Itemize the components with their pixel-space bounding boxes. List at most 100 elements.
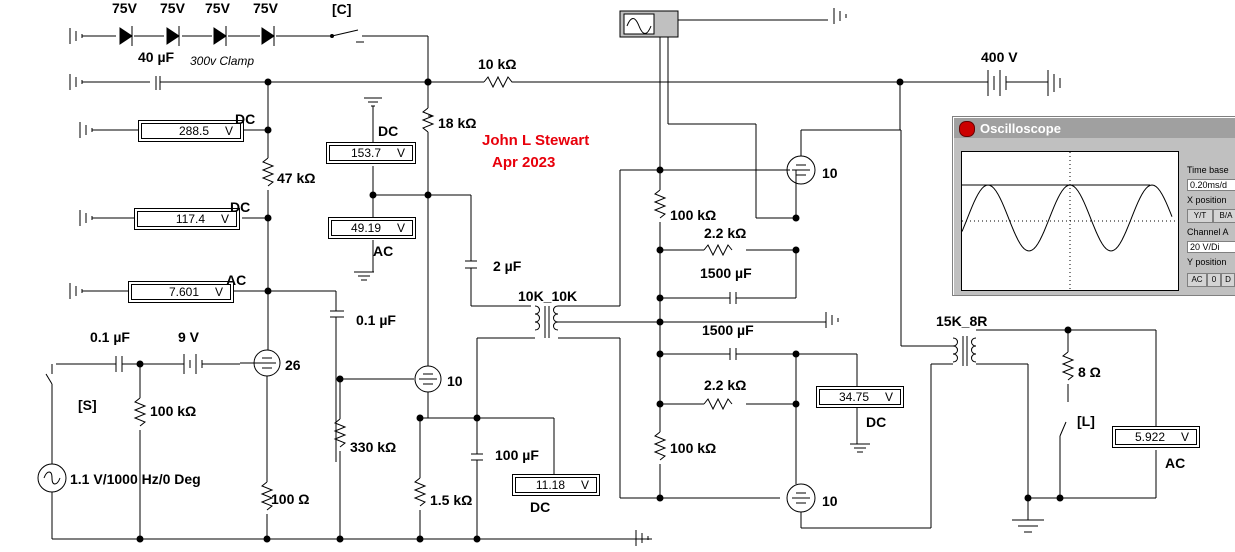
ac-button[interactable]: AC (1187, 273, 1207, 287)
res-8-label: 8 Ω (1078, 364, 1101, 380)
oscilloscope-controls: Time base 0.20ms/d X position Y/T B/A Ch… (1183, 151, 1235, 291)
meter-value: 7.601 (168, 285, 199, 299)
tube-input-label: 26 (285, 357, 301, 373)
ypos-label: Y position (1187, 257, 1227, 267)
interstage-transformer (534, 170, 780, 499)
zero-button[interactable]: 0 (1207, 273, 1221, 287)
oscilloscope-trace (961, 152, 1178, 290)
meter-unit: V (1180, 430, 1189, 444)
meter-288[interactable]: 288.5 V (138, 120, 244, 142)
meter-4919-mode: AC (373, 243, 394, 259)
zener-chain (82, 26, 429, 82)
res-100k-grid-label: 100 kΩ (150, 403, 197, 419)
driver-stage (413, 337, 555, 539)
output-stage (620, 30, 953, 529)
tube-top-label: 10 (822, 165, 838, 181)
res-18k-label: 18 kΩ (438, 115, 477, 131)
meter-unit: V (884, 390, 893, 404)
meter-153[interactable]: 153.7 V (326, 142, 416, 164)
res-10k-label: 10 kΩ (478, 56, 517, 72)
meter-3475[interactable]: 34.75 V (816, 386, 904, 408)
meter-3475-mode: DC (866, 414, 887, 430)
switch-l-label: [L] (1077, 413, 1095, 429)
oscilloscope-window[interactable]: Oscilloscope Time base 0.20ms/d X positi… (952, 116, 1235, 296)
meter-288-mode: DC (235, 111, 256, 127)
res-330k-label: 330 kΩ (350, 439, 397, 455)
date-label: Apr 2023 (492, 154, 556, 171)
timebase-field[interactable]: 0.20ms/d (1187, 179, 1235, 191)
left-divider (82, 82, 344, 462)
cap-1500uf-bottom-label: 1500 µF (702, 322, 754, 338)
meter-1118-mode: DC (530, 499, 551, 515)
meter-7601-mode: AC (226, 272, 247, 288)
oscilloscope-app-icon (959, 121, 975, 137)
res-100k-top-label: 100 kΩ (670, 207, 717, 223)
zener-4-label: 75V (253, 0, 278, 16)
meter-unit: V (220, 212, 229, 226)
yt-button[interactable]: Y/T (1187, 209, 1213, 223)
cap-01uf-coupling-label: 0.1 µF (356, 312, 396, 328)
cap-01uf-input-label: 0.1 µF (90, 329, 130, 345)
dc-button[interactable]: D (1221, 273, 1235, 287)
zener-3-label: 75V (205, 0, 230, 16)
meter-value: 5.922 (1134, 430, 1165, 444)
meter-7601[interactable]: 7.601 V (128, 281, 234, 303)
author-label: John L Stewart (482, 132, 590, 149)
scope-symbol (619, 10, 828, 38)
meter-value: 153.7 (350, 146, 381, 160)
meter-1118[interactable]: 11.18 V (512, 474, 600, 496)
source-label: 1.1 V/1000 Hz/0 Deg (70, 471, 201, 487)
meter-unit: V (224, 124, 233, 138)
timebase-label: Time base (1187, 165, 1229, 175)
channel-field[interactable]: 20 V/Di (1187, 241, 1235, 253)
oscilloscope-screen (961, 151, 1179, 291)
meter-value: 49.19 (350, 221, 381, 235)
meter-unit: V (580, 478, 589, 492)
meter-value: 11.18 (535, 478, 565, 492)
oscilloscope-title: Oscilloscope (980, 121, 1061, 136)
oscilloscope-titlebar[interactable]: Oscilloscope (954, 118, 1235, 138)
zener-1-label: 75V (112, 0, 137, 16)
res-100k-bottom-label: 100 kΩ (670, 440, 717, 456)
meter-unit: V (396, 146, 405, 160)
tube-bottom-label: 10 (822, 493, 838, 509)
battery-9v-label: 9 V (178, 329, 200, 345)
ba-button[interactable]: B/A (1213, 209, 1235, 223)
cap-100uf-label: 100 µF (495, 447, 539, 463)
tube-driver-label: 10 (447, 373, 463, 389)
switch-c-label: [C] (332, 1, 352, 17)
cap-2uf-label: 2 µF (493, 258, 522, 274)
meter-unit: V (396, 221, 405, 235)
meter-5922[interactable]: 5.922 V (1112, 426, 1200, 448)
res-100-label: 100 Ω (271, 491, 310, 507)
driver-bias (333, 78, 531, 539)
transformer-out-label: 15K_8R (936, 313, 988, 329)
ground-symbols (69, 8, 1061, 546)
zener-2-label: 75V (160, 0, 185, 16)
res-2k2-bottom-label: 2.2 kΩ (704, 377, 747, 393)
meter-5922-mode: AC (1165, 455, 1186, 471)
clamp-label: 300v Clamp (190, 54, 255, 68)
meter-unit: V (214, 285, 223, 299)
meter-117[interactable]: 117.4 V (134, 208, 240, 230)
channel-label: Channel A (1187, 227, 1229, 237)
meter-153-mode: DC (378, 123, 399, 139)
xpos-label: X position (1187, 195, 1227, 205)
meter-117-mode: DC (230, 199, 251, 215)
meter-value: 117.4 (175, 212, 205, 226)
meter-4919[interactable]: 49.19 V (328, 217, 416, 239)
res-2k2-top-label: 2.2 kΩ (704, 225, 747, 241)
meter-value: 34.75 (838, 390, 869, 404)
output-transformer (931, 326, 1157, 520)
switch-s-label: [S] (78, 397, 97, 413)
meter-value: 288.5 (178, 124, 209, 138)
cap-40uf-label: 40 µF (138, 49, 175, 65)
cap-1500uf-top-label: 1500 µF (700, 265, 752, 281)
supply-400v-label: 400 V (981, 49, 1018, 65)
transformer-1-label: 10K_10K (518, 288, 578, 304)
res-47k-label: 47 kΩ (277, 170, 316, 186)
supply-rail (82, 70, 1048, 96)
res-1k5-label: 1.5 kΩ (430, 492, 473, 508)
